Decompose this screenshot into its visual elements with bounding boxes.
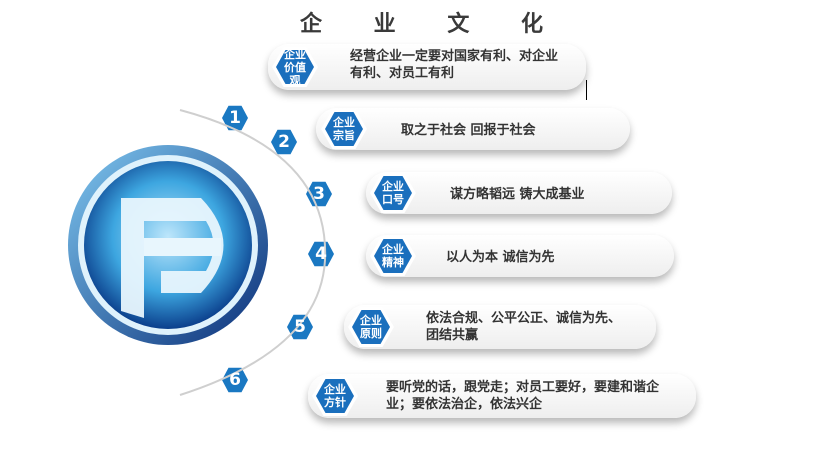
text-cursor (586, 80, 587, 100)
card-purpose (316, 108, 630, 150)
company-logo (68, 145, 268, 345)
step-number-3: 3 (306, 181, 332, 207)
card-slogan-text: 谋方略韬远 铸大成基业 (450, 187, 585, 202)
page-title: 企 业 文 化 (300, 12, 565, 37)
step-number-1: 1 (222, 105, 248, 131)
card-policy (308, 374, 696, 418)
card-values (268, 44, 586, 90)
card-purpose-text: 取之于社会 回报于社会 (401, 123, 536, 138)
step-number-4: 4 (308, 241, 334, 267)
card-policy-text: 要听党的话，跟党走；对员工要好，要建和谐企业；要依法治企，依法兴企 (386, 380, 660, 412)
step-number-6: 6 (222, 367, 248, 393)
card-values-text: 经营企业一定要对国家有利、对企业有利、对员工有利 (350, 49, 559, 81)
card-principles (344, 305, 656, 349)
card-principles-text: 依法合规、公平公正、诚信为先、团结共赢 (426, 311, 622, 343)
step-number-2: 2 (271, 129, 297, 155)
card-spirit (366, 235, 674, 277)
card-spirit-text: 以人为本 诚信为先 (446, 250, 555, 265)
card-slogan (366, 172, 672, 214)
step-number-5: 5 (287, 314, 313, 340)
